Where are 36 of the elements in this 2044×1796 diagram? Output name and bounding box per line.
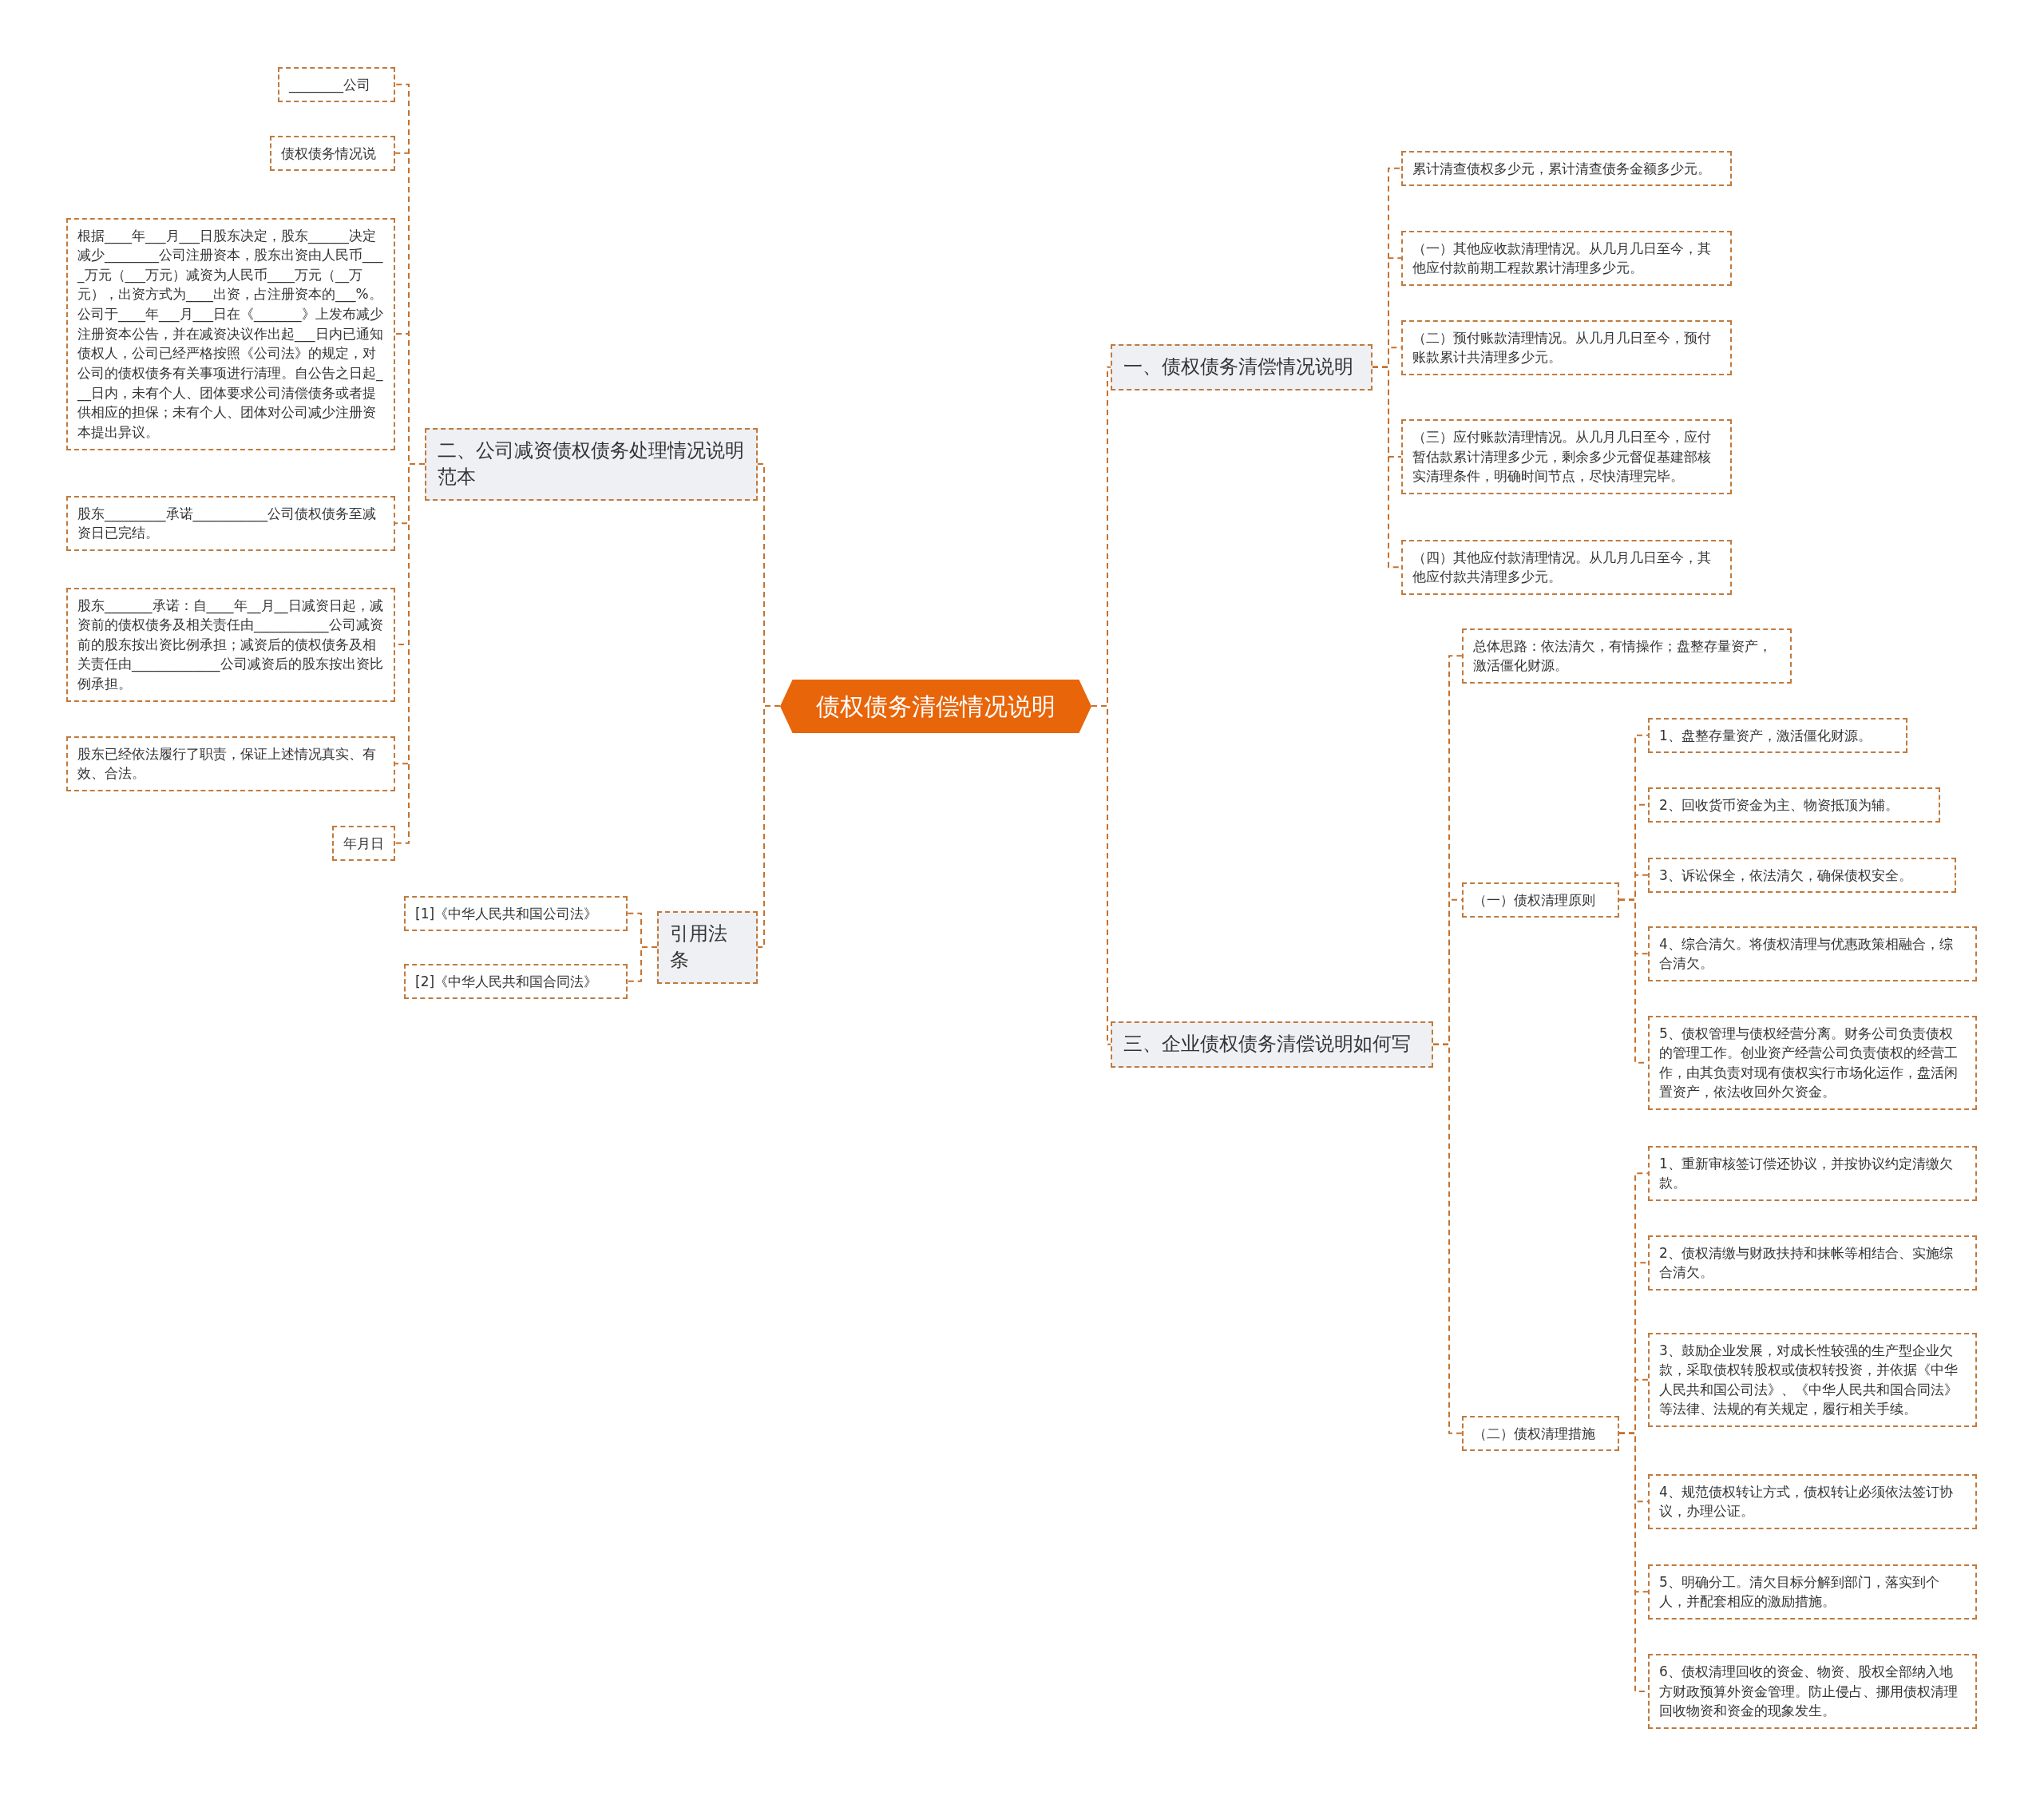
branch-topic: 引用法条	[657, 910, 758, 984]
subtopic-box: （二）债权清理措施	[1462, 1415, 1619, 1452]
central-topic: 债权债务清偿情况说明	[780, 679, 1091, 733]
subtopic-box: 6、债权清理回收的资金、物资、股权全部纳入地方财政预算外资金管理。防止侵占、挪用债权清理回收物资和资金的现象发生。	[1648, 1654, 1977, 1729]
subtopic-box: 年月日	[332, 825, 395, 862]
subtopic-box: 债权债务情况说	[270, 135, 395, 172]
connector-line	[757, 705, 781, 949]
subtopic-box: 4、综合清欠。将债权清理与优惠政策相融合，综合清欠。	[1648, 926, 1977, 981]
subtopic-box: [2]《中华人民共和国合同法》	[404, 963, 628, 1000]
subtopic-box: 5、债权管理与债权经营分离。财务公司负责债权的管理工作。创业资产经营公司负责债权的经营工作，由其负责对现有债权实行市场化运作，盘活闲置资产，依法收回外欠资金。	[1648, 1015, 1977, 1111]
subtopic-box: 根据____年___月___日股东决定，股东______决定减少________公司注册资本，股东出资由人民币____万元（___万元）减资为人民币____万元（__万元），出资方式为____出资，占注册资本的___%。公司于____年___月___日在《_______》上发布减少注册资本公告，并在减资决议作出起___日内已通知债权人，公司已经严格按照《公司法》的规定，对公司的债权债务有关事项进行清理。自公告之日起___日内，未有个人、团体要求公司清偿债务或者提供相应的担保；未有个人、团体对公司减少注册资本提出异议。	[66, 217, 395, 450]
subtopic-box: 股东已经依法履行了职责，保证上述情况真实、有效、合法。	[66, 735, 395, 791]
branch-topic: 二、公司减资债权债务处理情况说明范本	[425, 427, 758, 501]
subtopic-box: 3、鼓励企业发展，对成长性较强的生产型企业欠款，采取债权转股权或债权转投资，并依据《中华人民共和国公司法》、《中华人民共和国合同法》等法律、法规的有关规定，履行相关手续。	[1648, 1332, 1977, 1428]
subtopic-box: 累计清查债权多少元，累计清查债务金额多少元。	[1401, 150, 1732, 187]
subtopic-box: 1、盘整存量资产，激活僵化财源。	[1648, 717, 1907, 754]
branch-topic: 三、企业债权债务清偿说明如何写	[1111, 1021, 1433, 1068]
subtopic-box: 股东_______承诺：自____年__月__日减资日起，减资前的债权债务及相关责任由___________公司减资前的股东按出资比例承担；减资后的债权债务及相关责任由_____________公司减资后的股东按出资比例承担。	[66, 587, 395, 702]
subtopic-box: （二）预付账款清理情况。从几月几日至今，预付账款累计共清理多少元。	[1401, 319, 1732, 375]
subtopic-box: 4、规范债权转让方式，债权转让必须依法签订协议，办理公证。	[1648, 1473, 1977, 1529]
subtopic-box: （四）其他应付款清理情况。从几月几日至今，其他应付款共清理多少元。	[1401, 539, 1732, 595]
subtopic-box: 总体思路：依法清欠，有情操作；盘整存量资产，激活僵化财源。	[1462, 628, 1792, 684]
subtopic-box: 3、诉讼保全，依法清欠，确保债权安全。	[1648, 857, 1956, 894]
subtopic-box: 2、债权清缴与财政扶持和抹帐等相结合、实施综合清欠。	[1648, 1235, 1977, 1291]
subtopic-box: 5、明确分工。清欠目标分解到部门，落实到个人，并配套相应的激励措施。	[1648, 1564, 1977, 1620]
subtopic-box: 1、重新审核签订偿还协议，并按协议约定清缴欠款。	[1648, 1145, 1977, 1201]
branch-topic: 一、债权债务清偿情况说明	[1111, 344, 1373, 391]
subtopic-box: （一）其他应收款清理情况。从几月几日至今，其他应付款前期工程款累计清理多少元。	[1401, 230, 1732, 286]
connector-line	[1432, 1043, 1463, 1434]
subtopic-box: （一）债权清理原则	[1462, 882, 1619, 918]
subtopic-box: ________公司	[278, 66, 395, 103]
subtopic-box: （三）应付账款清理情况。从几月几日至今，应付暂估款累计清理多少元，剩余多少元督促基建部核实清理条件，明确时间节点，尽快清理完毕。	[1401, 419, 1732, 494]
subtopic-box: [1]《中华人民共和国公司法》	[404, 895, 628, 932]
connector-line	[627, 946, 658, 982]
subtopic-box: 2、回收货币资金为主、物资抵顶为辅。	[1648, 787, 1940, 823]
subtopic-box: 股东_________承诺___________公司债权债务至减资日已完结。	[66, 495, 395, 551]
